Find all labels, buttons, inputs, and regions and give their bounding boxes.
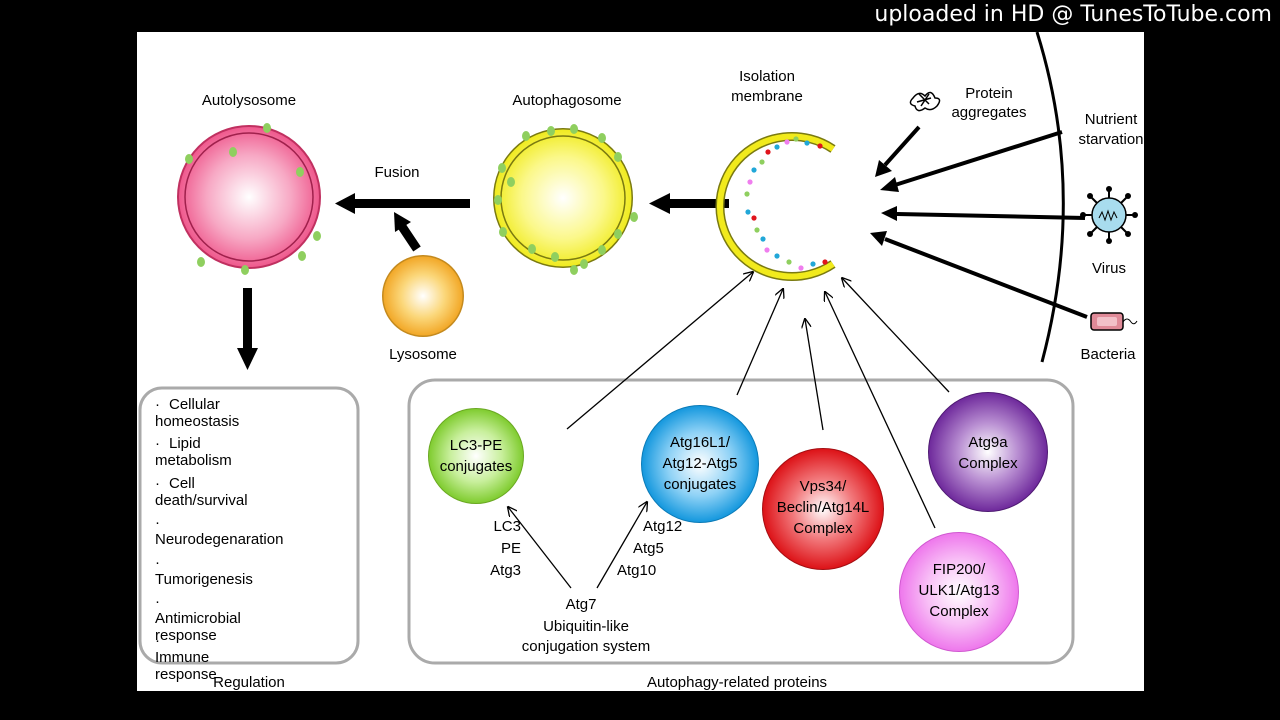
ubiquitin-like-label: Ubiquitin-like [543, 618, 629, 635]
arrow-lc3-to-membrane [566, 272, 753, 430]
atg16-complex-icon [641, 405, 759, 523]
cell-membrane-arc [1035, 32, 1065, 363]
autophagy-proteins-label: Autophagy-related proteins [646, 674, 828, 691]
autophagy-proteins-box [407, 378, 1075, 665]
regulation-item: ·Immune response [155, 632, 217, 683]
arrow-atg16-to-membrane [736, 289, 783, 396]
lc3-pe-conjugates-icon [428, 408, 524, 504]
regulation-box [138, 386, 360, 665]
diagram-svg [138, 32, 1138, 665]
virus-label: Virus [1092, 260, 1126, 277]
bacteria-label: Bacteria [1080, 346, 1136, 363]
lysosome-arrow [394, 212, 421, 252]
isolation-membrane-label-2: membrane [731, 88, 803, 105]
arrow-atg7-to-lc3 [508, 507, 572, 589]
thin-arrows [508, 272, 950, 589]
conjugation-right-list: Atg12 Atg5 Atg10 [617, 518, 683, 579]
conjugation-system-label: conjugation system [521, 638, 651, 655]
arrow-atg7-to-atg16 [596, 502, 647, 589]
atg7-label: Atg7 [565, 596, 597, 613]
nutrient-starvation-label-1: Nutrient [1084, 111, 1138, 128]
arrow-protein-aggregates [883, 125, 921, 167]
arrow-bacteria [884, 237, 1088, 319]
bacteria-icon [1090, 312, 1138, 331]
autolysosome-label: Autolysosome [201, 92, 297, 109]
arrow-atg9-to-membrane [842, 278, 950, 393]
regulation-label: Regulation [213, 674, 285, 691]
arrow-isolation-to-autophagosome [649, 193, 729, 214]
isolation-membrane-icon [715, 132, 836, 281]
autophagosome-icon [493, 124, 638, 275]
autophagosome-label: Autophagosome [512, 92, 622, 109]
autolysosome-icon [177, 123, 321, 275]
arrow-down-regulation [237, 288, 258, 370]
fusion-arrow [335, 193, 470, 214]
fip200-complex-icon [899, 532, 1019, 652]
virus-icon [1080, 186, 1138, 244]
arrow-fip200-to-membrane [825, 292, 936, 529]
diagram-panel: Autolysosome Autophagosome Isolation mem… [137, 32, 1144, 691]
protein-aggregates-label-1: Protein [965, 85, 1013, 102]
fusion-label: Fusion [374, 164, 420, 181]
lysosome-icon [382, 255, 464, 337]
arrow-vps34-to-membrane [805, 319, 824, 431]
arrow-nutrient-starvation [894, 130, 1063, 187]
protein-aggregates-icon [909, 91, 941, 112]
regulation-item: ·Cell death/survival [155, 475, 248, 509]
lysosome-label: Lysosome [389, 346, 457, 363]
isolation-membrane-label-1: Isolation [739, 68, 795, 85]
regulation-item: ·Cellular homeostasis [155, 396, 240, 430]
regulation-item: ·Lipid metabolism [155, 435, 232, 469]
watermark-text: uploaded in HD @ TunesToTube.com [874, 2, 1272, 27]
nutrient-starvation-label-2: starvation [1078, 131, 1144, 148]
atg9a-complex-icon [928, 392, 1048, 512]
arrow-virus [896, 212, 1086, 220]
vps34-complex-icon [762, 448, 884, 570]
regulation-item: ·Tumorigenesis [155, 554, 253, 588]
regulation-item: ·Neurodegenaration [155, 514, 284, 548]
protein-aggregates-label-2: aggregates [951, 104, 1027, 121]
regulation-item: ·Antimicrobial response [155, 593, 241, 644]
